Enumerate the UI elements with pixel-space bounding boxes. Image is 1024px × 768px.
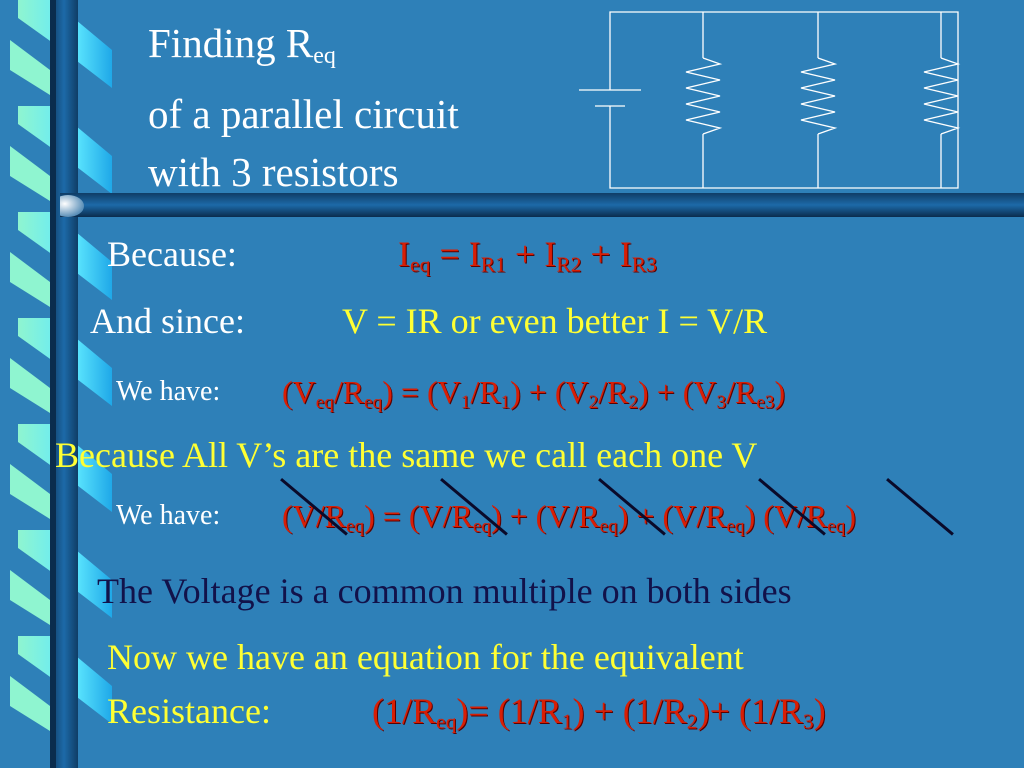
voltage-ratio-equation: (Veq/Req) = (V1/R1) + (V2/R2) + (V3/Re3) [282,374,786,413]
we-have-label-2: We have: [116,500,221,531]
common-multiple-text: The Voltage is a common multiple on both… [97,571,792,611]
parallel-circuit-diagram [579,11,961,189]
same-voltage-text: Because All V’s are the same we call eac… [55,435,758,475]
ohms-law-text: V = IR or even better I = V/R [342,301,768,341]
title-line3: with 3 resistors [148,149,399,195]
title-line2: of a parallel circuit [148,91,459,137]
since-label: And since: [90,301,245,341]
slide-title: Finding Req of a parallel circuit with 3… [148,14,459,201]
because-label: Because: [107,234,237,274]
we-have-label-1: We have: [116,376,221,407]
title-sub-eq: eq [313,43,336,69]
title-divider [60,193,1024,217]
equivalent-resistance-equation: (1/Req)= (1/R1) + (1/R2)+ (1/R3) [372,691,826,734]
ribbon-decoration [10,0,112,768]
now-we-have-text: Now we have an equation for the equivale… [107,637,744,677]
title-line1: Finding R [148,20,314,66]
current-equation: Ieq = IR1 + IR2 + IR3 [398,234,657,277]
resistance-label: Resistance: [107,691,271,731]
cancelled-voltage-equation: (V/Req) = (V/Req) + (V/Req) + (V/Req) (V… [282,498,857,537]
